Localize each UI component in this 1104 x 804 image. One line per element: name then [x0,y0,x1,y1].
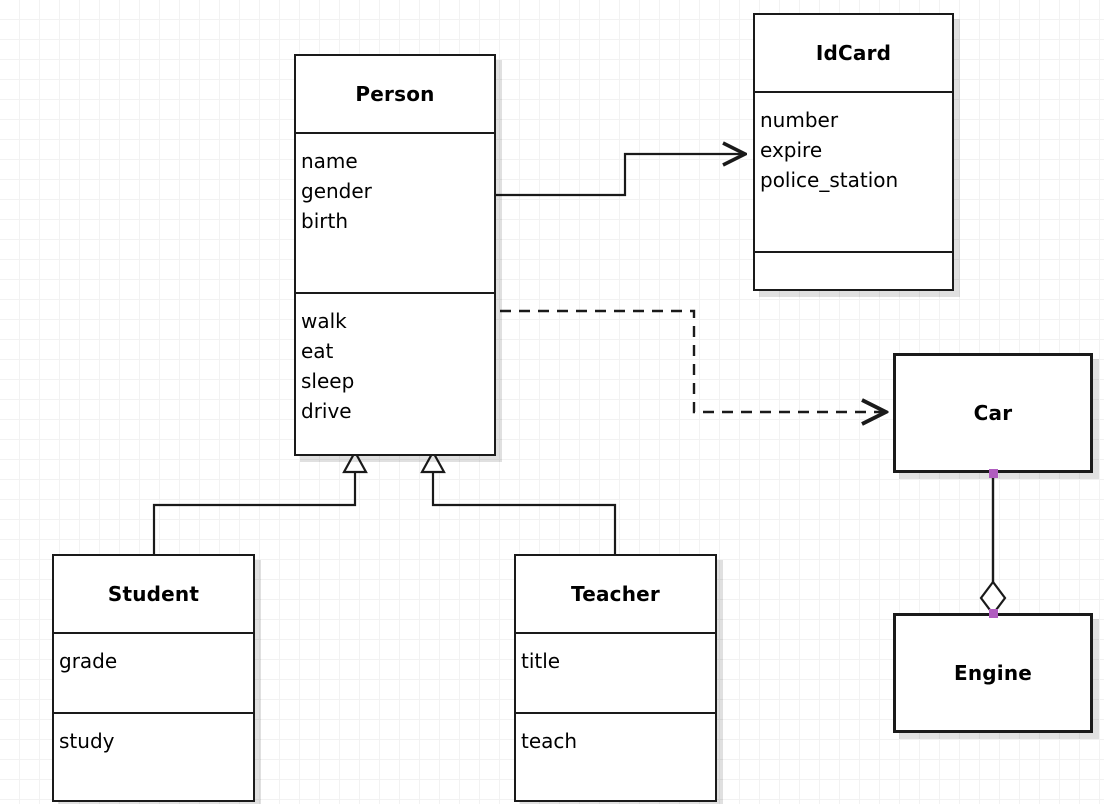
connector-handle-engine-end[interactable] [989,609,998,618]
class-node-teacher[interactable]: Teacher title teach [514,554,717,802]
edge-car-engine[interactable] [979,473,1007,616]
class-attributes-student: grade [54,632,253,712]
class-title-person: Person [296,56,494,132]
class-attributes-person: name gender birth [296,132,494,292]
attribute-item: grade [59,649,118,673]
attribute-item: gender [301,179,372,203]
operation-item: drive [301,399,352,423]
class-operations-person: walk eat sleep drive [296,292,494,454]
class-title-idcard: IdCard [755,15,952,91]
attribute-item: expire [760,138,823,162]
attribute-item: number [760,108,839,132]
class-attributes-teacher: title [516,632,715,712]
class-title-student: Student [54,556,253,632]
attribute-item: birth [301,209,348,233]
class-node-person[interactable]: Person name gender birth walk eat sleep … [294,54,496,456]
attribute-item: title [521,649,561,673]
attribute-item: name [301,149,358,173]
class-title-teacher: Teacher [516,556,715,632]
class-attributes-idcard: number expire police_station [755,91,952,251]
class-node-engine[interactable]: Engine [893,613,1093,733]
operation-item: teach [521,729,578,753]
edge-student-person[interactable] [152,449,368,554]
edge-person-car[interactable] [500,309,886,412]
class-operations-student: study [54,712,253,800]
operation-item: eat [301,339,334,363]
class-node-student[interactable]: Student grade study [52,554,255,802]
attribute-item: police_station [760,168,899,192]
class-title-car: Car [896,356,1090,470]
operation-item: walk [301,309,347,333]
operation-item: sleep [301,369,355,393]
class-operations-teacher: teach [516,712,715,800]
operation-item: study [59,729,115,753]
class-name-idcard: IdCard [815,41,892,65]
class-name-teacher: Teacher [571,582,660,606]
class-name-student: Student [107,582,200,606]
class-name-engine: Engine [953,661,1033,685]
class-name-person: Person [355,82,435,106]
class-node-car[interactable]: Car [893,353,1093,473]
class-operations-idcard [755,251,952,289]
connector-handle-car-end[interactable] [989,469,998,478]
class-title-engine: Engine [896,616,1090,730]
class-name-car: Car [973,401,1013,425]
edge-teacher-person[interactable] [420,449,617,554]
edge-person-idcard[interactable] [496,154,745,197]
class-node-idcard[interactable]: IdCard number expire police_station [753,13,954,291]
